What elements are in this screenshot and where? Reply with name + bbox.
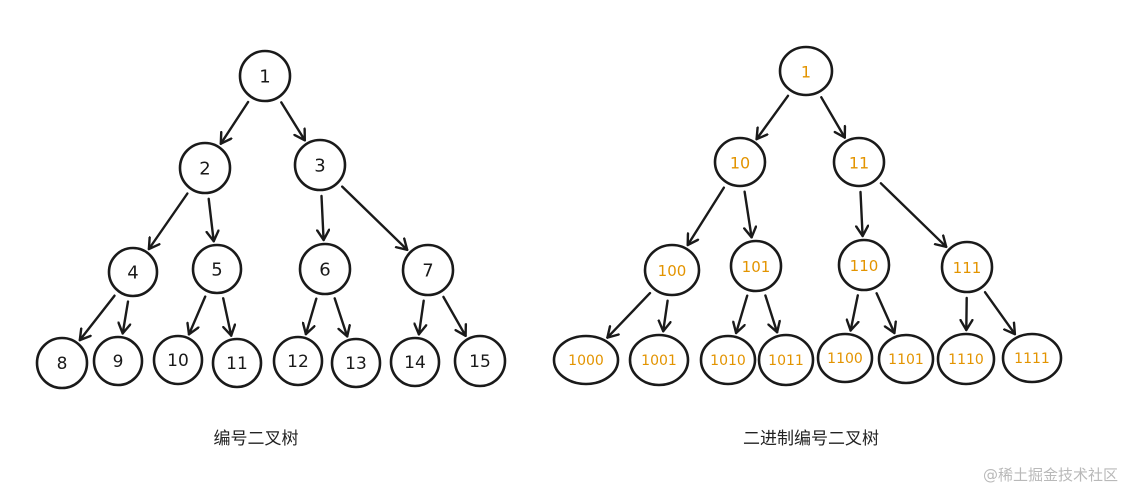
- node-label: 5: [211, 260, 222, 281]
- tree-node: 8: [37, 338, 87, 388]
- tree-node: 14: [391, 338, 439, 386]
- node-label: 11: [226, 354, 248, 374]
- tree-node: 1101: [879, 335, 933, 383]
- node-label: 1111: [1014, 351, 1050, 367]
- edge-arrow: [335, 298, 348, 336]
- node-label: 1110: [948, 352, 984, 368]
- edge-arrow: [765, 296, 777, 333]
- edge-arrow: [757, 96, 788, 139]
- edge-arrow: [821, 97, 845, 137]
- edge-arrow: [123, 302, 128, 334]
- tree-node: 11: [834, 138, 884, 186]
- tree-node: 5: [193, 245, 241, 293]
- edge-arrow: [419, 301, 424, 335]
- edge-arrow: [443, 297, 465, 336]
- tree-node: 10: [154, 336, 202, 384]
- edge-arrow: [745, 192, 752, 238]
- node-label: 7: [422, 261, 433, 282]
- node-label: 101: [742, 258, 771, 276]
- node-label: 10: [730, 154, 750, 173]
- tree-node: 2: [180, 143, 230, 193]
- tree-node: 1111: [1003, 334, 1061, 382]
- node-label: 100: [658, 262, 687, 280]
- node-label: 3: [314, 156, 325, 177]
- tree-node: 12: [274, 337, 322, 385]
- edge-arrow: [189, 297, 205, 335]
- node-label: 1101: [888, 352, 924, 368]
- node-label: 13: [345, 354, 367, 374]
- tree-node: 1011: [759, 335, 813, 385]
- node-label: 11: [849, 154, 869, 173]
- edge-arrow: [322, 196, 324, 240]
- node-label: 14: [404, 353, 426, 373]
- tree-node: 1110: [938, 334, 994, 384]
- node-label: 1001: [641, 353, 677, 369]
- node-label: 111: [953, 259, 982, 277]
- edge-arrow: [663, 301, 667, 332]
- node-label: 15: [469, 352, 491, 372]
- edge-arrow: [851, 295, 858, 330]
- node-label: 8: [57, 354, 68, 374]
- edge-arrow: [736, 296, 747, 333]
- edge-group: [80, 102, 466, 340]
- tree-node: 111: [942, 242, 992, 292]
- node-label: 2: [199, 159, 210, 180]
- tree-node: 9: [94, 337, 142, 385]
- tree-node: 1001: [630, 335, 688, 385]
- node-label: 12: [287, 352, 309, 372]
- node-label: 10: [167, 351, 189, 371]
- edge-arrow: [306, 299, 316, 334]
- tree-node: 15: [455, 336, 505, 386]
- edge-arrow: [985, 292, 1015, 334]
- edge-arrow: [607, 293, 650, 338]
- node-label: 6: [319, 260, 330, 281]
- binary-tree-caption: 二进制编号二叉树: [743, 424, 879, 449]
- edge-arrow: [149, 194, 188, 250]
- node-label: 1011: [768, 353, 804, 369]
- edge-arrow: [281, 102, 305, 140]
- tree-node: 100: [645, 245, 699, 295]
- node-label: 1: [801, 63, 811, 82]
- tree-node: 13: [332, 339, 380, 387]
- node-label: 1: [259, 67, 270, 88]
- edge-arrow: [881, 183, 946, 247]
- tree-node: 3: [295, 140, 345, 190]
- watermark-text: @稀土掘金技术社区: [983, 464, 1118, 485]
- tree-node: 1: [780, 47, 832, 95]
- edge-arrow: [861, 192, 863, 236]
- numbered-tree-caption: 编号二叉树: [214, 424, 299, 449]
- tree-node: 1: [240, 51, 290, 101]
- node-label: 1100: [827, 351, 863, 367]
- node-label: 110: [850, 257, 879, 275]
- edge-arrow: [688, 188, 724, 245]
- edge-group: [607, 96, 1015, 338]
- tree-node: 6: [300, 244, 350, 294]
- node-label: 1000: [568, 353, 604, 369]
- tree-node: 1000: [554, 336, 618, 384]
- node-label: 4: [127, 263, 138, 284]
- tree-node: 11: [213, 339, 261, 387]
- edge-arrow: [877, 293, 895, 333]
- tree-node: 1010: [701, 336, 755, 384]
- edge-arrow: [80, 296, 115, 340]
- edge-arrow: [342, 187, 407, 250]
- tree-node: 110: [839, 240, 889, 290]
- node-label: 1010: [710, 353, 746, 369]
- edge-arrow: [209, 199, 214, 241]
- edge-arrow: [223, 298, 231, 335]
- tree-node: 7: [403, 245, 453, 295]
- tree-node: 4: [109, 248, 157, 296]
- tree-node: 1100: [818, 334, 872, 382]
- tree-node: 101: [731, 241, 781, 291]
- edge-arrow: [221, 102, 248, 144]
- node-label: 9: [113, 352, 124, 372]
- tree-node: 10: [715, 138, 765, 186]
